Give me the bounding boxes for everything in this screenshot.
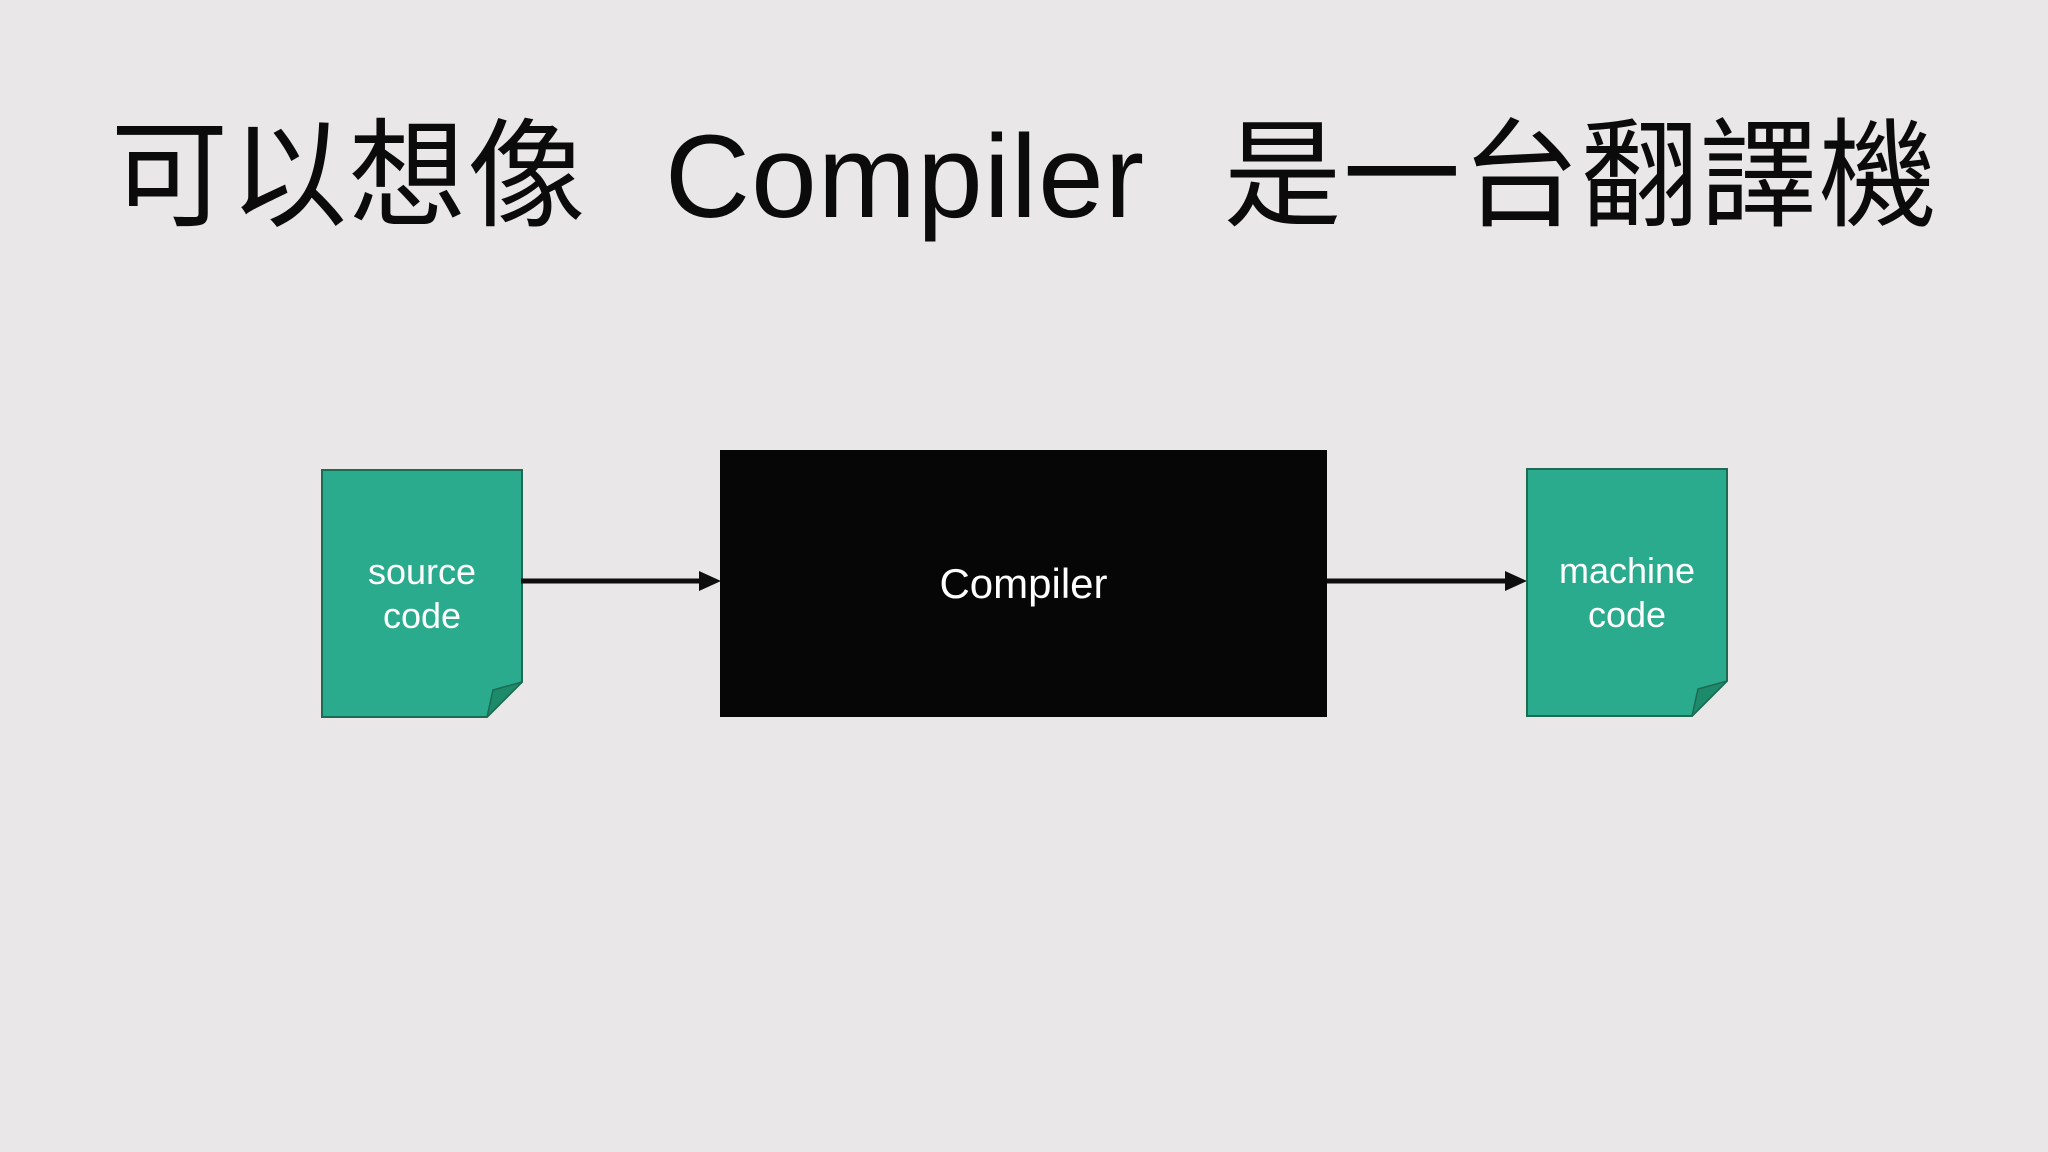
- source-code-label-line2: code: [382, 594, 462, 636]
- arrow-source-to-compiler: [521, 571, 721, 591]
- source-code-document: source code: [321, 469, 523, 718]
- document-page-shape: [1526, 468, 1728, 717]
- source-code-label-line1: source: [367, 550, 477, 592]
- slide-title: 可以想像 Compiler 是一台翻譯機: [110, 110, 1938, 243]
- document-page-shape: [321, 469, 523, 718]
- arrow-compiler-to-machine: [1327, 571, 1527, 591]
- document-fold-corner: [1691, 679, 1728, 717]
- machine-code-label-line2: code: [1587, 593, 1667, 635]
- compiler-box-label: Compiler: [939, 559, 1108, 607]
- document-fold-corner: [486, 680, 523, 718]
- arrow-head-icon: [1505, 571, 1527, 591]
- arrow-head-icon: [699, 571, 721, 591]
- source-code-label: source code: [321, 469, 523, 718]
- machine-code-document: machine code: [1526, 468, 1728, 717]
- machine-code-label: machine code: [1526, 468, 1728, 717]
- compiler-box: Compiler: [720, 450, 1327, 717]
- machine-code-label-line1: machine: [1558, 549, 1696, 591]
